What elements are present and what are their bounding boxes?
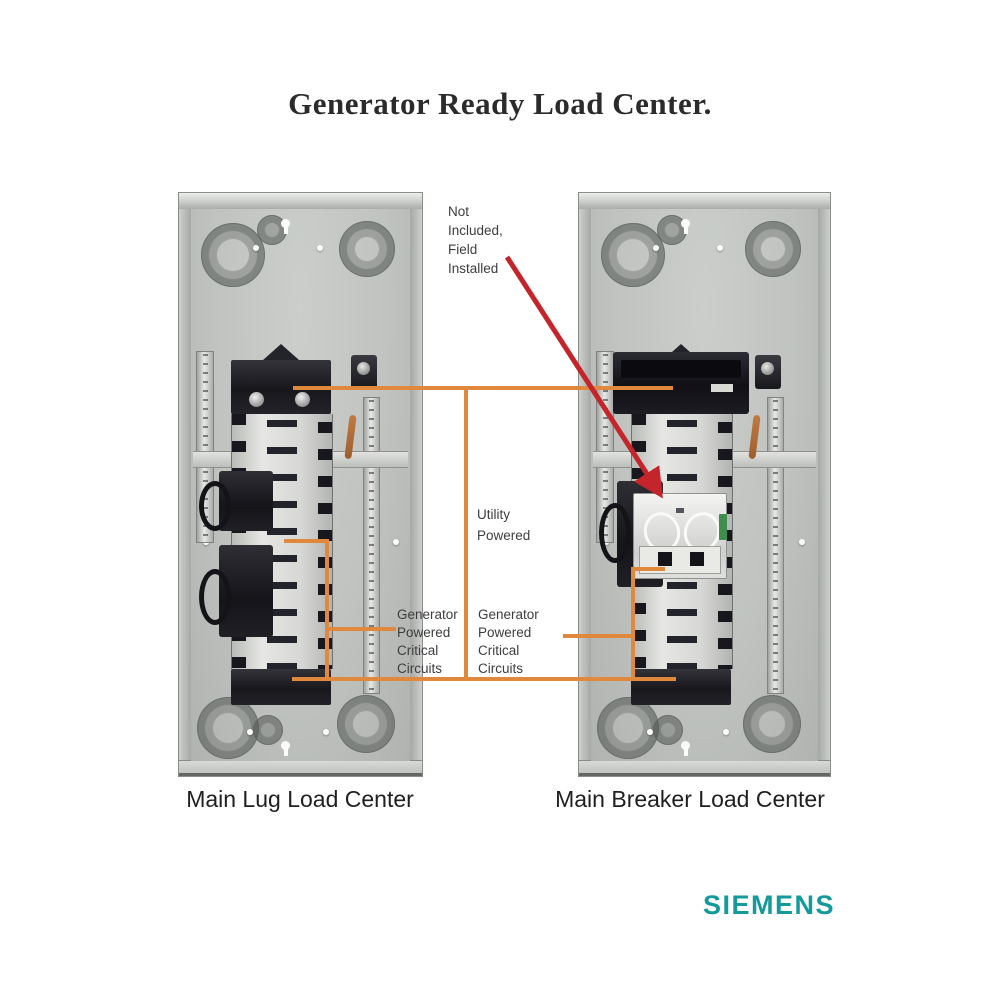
generator-breaker xyxy=(199,545,273,637)
right-label-branch-line xyxy=(563,634,631,638)
left-breaker-pointer-line xyxy=(284,539,328,543)
utility-powered-line-text: Utility xyxy=(477,507,510,522)
right-breaker-pointer-line xyxy=(631,567,665,571)
generator-label-line: Circuits xyxy=(397,661,443,676)
interlock-contact xyxy=(658,552,672,566)
not-included-line: Field xyxy=(448,242,478,257)
enclosure-bottom-flange xyxy=(179,760,422,776)
enclosure-bottom-flange xyxy=(579,760,830,776)
knockout xyxy=(339,221,395,277)
mounting-keyhole xyxy=(281,741,290,756)
not-included-line: Included, xyxy=(448,223,503,238)
lug-screw xyxy=(249,392,264,407)
generator-powered-label-right: Generator Powered Critical Circuits xyxy=(478,606,539,678)
mounting-keyhole xyxy=(681,741,690,756)
mounting-tab xyxy=(263,344,299,360)
enclosure-right-flange xyxy=(817,209,830,761)
generator-label-line: Generator xyxy=(478,607,539,622)
generator-label-line: Critical xyxy=(397,643,439,658)
mounting-hole xyxy=(323,729,329,735)
knockout xyxy=(253,715,283,745)
left-bracket-vertical-line xyxy=(325,539,329,681)
left-label-branch-line xyxy=(325,627,396,631)
main-breaker-rating-label xyxy=(711,384,733,392)
main-breaker-block xyxy=(613,352,749,414)
lug-screw xyxy=(295,392,310,407)
utility-feed-top-line xyxy=(293,386,673,390)
main-lug-load-center-panel xyxy=(178,192,423,777)
knockout xyxy=(337,695,395,753)
generator-interlock-kit xyxy=(633,493,727,579)
mounting-hole xyxy=(647,729,653,735)
breaker-handle-tie xyxy=(199,569,231,625)
neutral-bar xyxy=(363,397,380,694)
interlock-screw xyxy=(676,508,684,513)
main-breaker-load-center-panel xyxy=(578,192,831,777)
utility-powered-vertical-line xyxy=(464,386,468,681)
generator-circuits-bottom-line xyxy=(292,677,676,681)
mounting-hole xyxy=(723,729,729,735)
panel-interior xyxy=(191,209,410,761)
enclosure-top-flange xyxy=(179,193,422,210)
interlock-base xyxy=(639,546,721,574)
left-panel-caption: Main Lug Load Center xyxy=(186,786,414,812)
generator-label-line: Circuits xyxy=(478,661,524,676)
right-panel-caption: Main Breaker Load Center xyxy=(555,786,825,812)
breaker-column xyxy=(231,344,333,705)
siemens-logo: SIEMENS xyxy=(703,890,836,920)
mounting-hole xyxy=(317,245,323,251)
ground-lug xyxy=(755,355,781,389)
mounting-hole xyxy=(247,729,253,735)
mounting-keyhole xyxy=(681,219,690,234)
mounting-hole xyxy=(393,539,399,545)
breaker-handle-tie xyxy=(599,503,631,563)
neutral-bar xyxy=(767,397,784,694)
generator-label-line: Critical xyxy=(478,643,520,658)
interlock-contact xyxy=(690,552,704,566)
mounting-hole xyxy=(799,539,805,545)
ground-lug xyxy=(351,355,377,389)
utility-powered-line-text: Powered xyxy=(477,528,531,543)
right-bracket-vertical-line xyxy=(631,567,635,681)
knockout xyxy=(745,221,801,277)
mounting-hole xyxy=(653,245,659,251)
bottom-lug-block xyxy=(231,669,331,705)
knockout xyxy=(597,697,659,759)
generator-label-line: Powered xyxy=(397,625,451,640)
enclosure-top-flange xyxy=(579,193,830,210)
mounting-keyhole xyxy=(281,219,290,234)
knockout xyxy=(197,697,259,759)
main-breaker-handle xyxy=(621,360,741,378)
mounting-hole xyxy=(717,245,723,251)
not-included-label: Not Included, Field Installed xyxy=(448,202,503,278)
generator-powered-label-left: Generator Powered Critical Circuits xyxy=(397,606,458,678)
knockout xyxy=(653,715,683,745)
generator-label-line: Powered xyxy=(478,625,532,640)
page-title: Generator Ready Load Center. xyxy=(288,86,712,121)
breaker-handle-tie xyxy=(199,481,231,531)
generator-label-line: Generator xyxy=(397,607,458,622)
bottom-lug-block xyxy=(631,669,731,705)
not-included-line: Not xyxy=(448,204,470,219)
not-included-line: Installed xyxy=(448,261,499,276)
green-rating-sticker xyxy=(719,514,727,540)
utility-powered-label: Utility Powered xyxy=(477,504,530,546)
mounting-hole xyxy=(253,245,259,251)
generator-breaker xyxy=(199,471,273,531)
knockout xyxy=(743,695,801,753)
knockout xyxy=(201,223,265,287)
knockout xyxy=(601,223,665,287)
